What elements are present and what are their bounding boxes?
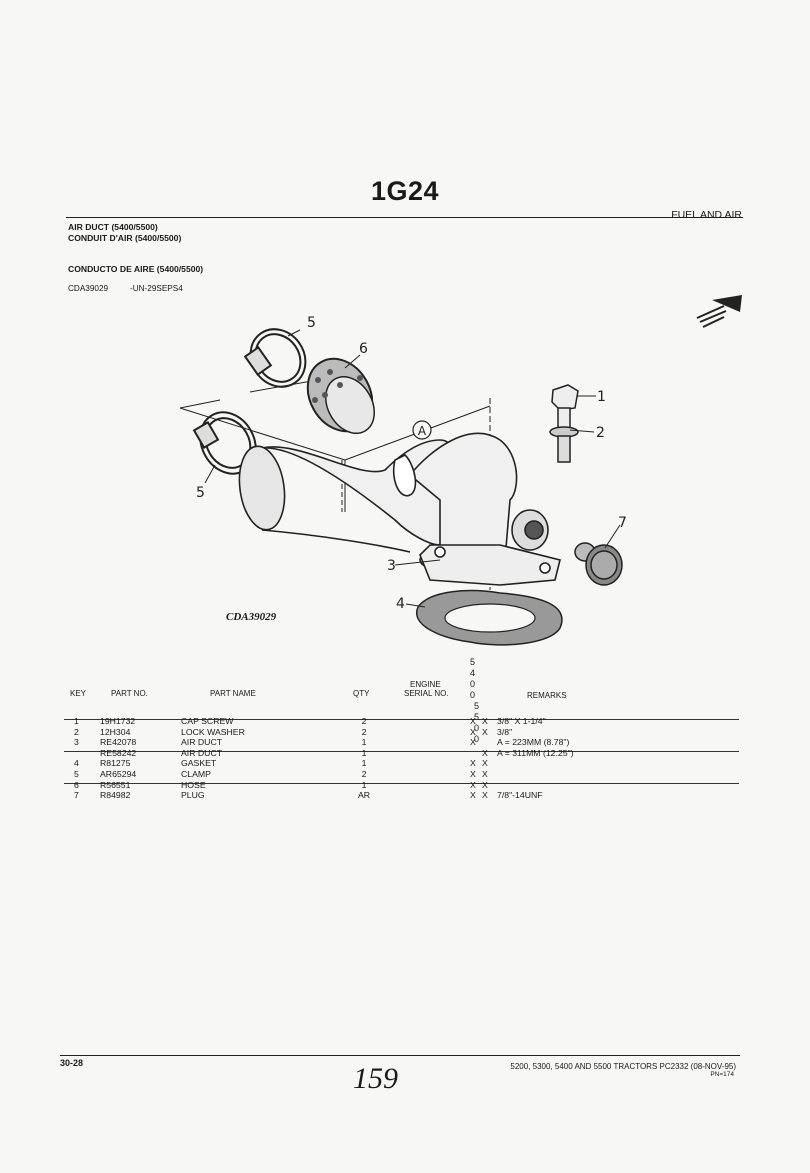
cell-part-no: RE42078 [100, 737, 137, 748]
footer-page-ref: 30-28 [60, 1058, 84, 1068]
callout-6: 6 [359, 341, 368, 357]
callout-1: 1 [597, 389, 606, 405]
cell-part-no: R56551 [100, 779, 131, 790]
cell-qty: 2 [361, 716, 367, 726]
cell-key: 6 [74, 779, 79, 790]
cell-remarks: A = 311MM (12.25") [497, 747, 574, 758]
cell-qty: AR [358, 790, 371, 801]
callout-4: 4 [396, 596, 405, 612]
cell-x1: X [470, 726, 476, 737]
cell-part-no: AR65294 [100, 769, 137, 779]
cell-remarks: 3/8" [497, 726, 513, 737]
cell-qty: 2 [361, 769, 367, 779]
cell-part-name: LOCK WASHER [181, 726, 245, 737]
col-remarks: REMARKS [527, 691, 567, 700]
cell-x2: X [482, 716, 488, 726]
title-spanish: CONDUCTO DE AIRE (5400/5500) [68, 264, 204, 274]
air-duct [238, 432, 561, 586]
cell-key: 3 [74, 737, 79, 748]
cell-remarks: A = 223MM (8.78") [497, 737, 570, 748]
title-french: CONDUIT D'AIR (5400/5500) [68, 233, 182, 243]
model-5400-header: 5 4 0 0 [470, 657, 476, 700]
cell-part-name: GASKET [181, 758, 217, 769]
footer-publication: 5200, 5300, 5400 AND 5500 TRACTORS PC233… [510, 1062, 736, 1071]
cell-x2: X [482, 726, 488, 737]
col-engine: ENGINE [410, 680, 441, 689]
cell-key: 4 [74, 758, 79, 769]
reference-code: CDA39029 [68, 284, 109, 293]
col-part-name: PART NAME [210, 689, 256, 698]
cell-part-no: RE58242 [100, 747, 137, 758]
cell-qty: 1 [361, 779, 367, 790]
cell-x2: X [482, 790, 488, 801]
dimension-a-label: A [418, 424, 427, 438]
section-name: FUEL AND AIR [671, 209, 742, 221]
cell-part-name: HOSE [181, 779, 206, 790]
cell-qty: 2 [361, 726, 367, 737]
cell-remarks: 3/8" X 1-1/4" [497, 716, 546, 726]
cell-x1: X [470, 758, 476, 769]
cell-qty: 1 [361, 737, 367, 748]
cell-part-no: R84982 [100, 790, 131, 801]
hose-6 [306, 357, 375, 434]
col-part-no: PART NO. [111, 689, 148, 698]
dimension-a-marker: A [412, 420, 432, 440]
footer-pn: PN=174 [710, 1071, 734, 1078]
clamp-lower [192, 411, 257, 475]
cell-part-no: 19H1732 [100, 716, 136, 726]
cell-key: 1 [74, 716, 79, 726]
cell-x1: X [470, 769, 476, 779]
cell-part-name: AIR DUCT [181, 737, 223, 748]
callout-3: 3 [387, 558, 396, 574]
cell-key: 7 [74, 790, 79, 801]
col-key: KEY [70, 689, 87, 698]
header-rule [66, 217, 743, 218]
cell-part-name: CLAMP [181, 769, 211, 779]
cap-screw [549, 384, 579, 463]
cell-qty: 1 [361, 758, 367, 769]
cell-x2: X [482, 779, 488, 790]
cell-key: 2 [74, 726, 79, 737]
cell-part-name: AIR DUCT [181, 747, 223, 758]
direction-arrow-icon [696, 295, 742, 328]
callout-7: 7 [618, 515, 627, 531]
cell-x2: X [482, 758, 488, 769]
callout-5-lower: 5 [196, 485, 205, 501]
table-rule-2 [64, 751, 739, 752]
cell-x1: X [470, 737, 476, 748]
handwritten-page-number: 159 [353, 1062, 398, 1095]
plug-7 [574, 542, 623, 586]
cell-part-no: 12H304 [100, 726, 131, 737]
cell-part-name: CAP SCREW [181, 716, 234, 726]
cell-x2: X [482, 747, 488, 758]
cell-x1: X [470, 779, 476, 790]
cell-key: 5 [74, 769, 79, 779]
clamp-upper [243, 328, 307, 388]
table-rule-3 [64, 783, 739, 784]
reference-date: -UN-29SEPS4 [130, 284, 183, 293]
col-serial-no: SERIAL NO. [404, 689, 449, 698]
cell-x1: X [470, 790, 476, 801]
table-top-rule [64, 719, 739, 720]
parts-illustration: A 5 6 1 2 7 3 4 5 [179, 295, 742, 646]
cell-part-no: R81275 [100, 758, 131, 769]
cell-remarks: 7/8"-14UNF [497, 790, 543, 801]
title-english: AIR DUCT (5400/5500) [68, 222, 158, 232]
cell-x2: X [482, 769, 488, 779]
model-columns-header: 5 4 0 0 5 5 0 0 [470, 657, 490, 745]
callout-5-upper: 5 [307, 315, 316, 331]
cell-part-name: PLUG [181, 790, 205, 801]
page-title: 1G24 [370, 176, 440, 206]
footer-rule [60, 1055, 740, 1056]
gasket-4 [415, 589, 563, 646]
cell-x1: X [470, 716, 476, 726]
model-5500-header: 5 5 0 0 [474, 701, 480, 744]
callout-2: 2 [596, 425, 605, 441]
figure-label: CDA39029 [226, 611, 277, 623]
cell-qty: 1 [361, 747, 367, 758]
col-qty: QTY [353, 689, 370, 698]
